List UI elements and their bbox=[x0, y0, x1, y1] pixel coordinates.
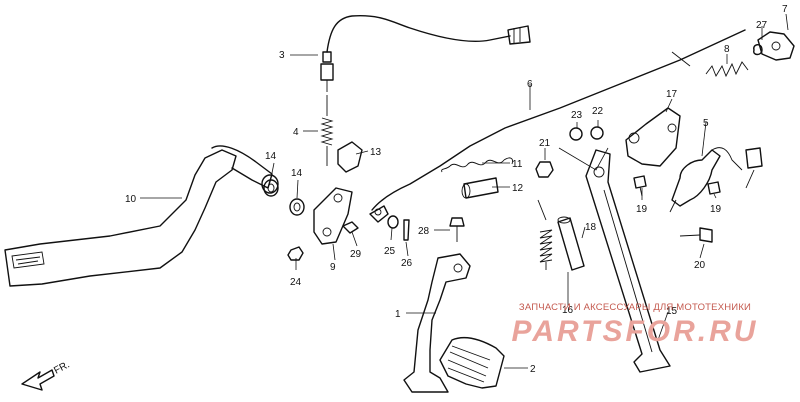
sleeve-18 bbox=[557, 216, 585, 271]
joint-7 bbox=[757, 31, 795, 61]
bracket-9 bbox=[313, 187, 353, 245]
callout-7: 7 bbox=[782, 4, 788, 15]
switch-17 bbox=[625, 107, 681, 167]
direction-label: FR. bbox=[52, 359, 71, 376]
spring-16 bbox=[537, 199, 553, 270]
callout-8: 8 bbox=[724, 44, 730, 55]
callout-19b: 19 bbox=[710, 204, 722, 215]
grip-2 bbox=[439, 336, 505, 389]
washer-22 bbox=[590, 126, 604, 140]
bolt-28 bbox=[449, 217, 465, 242]
bolt-19a bbox=[633, 175, 647, 189]
washer-14a bbox=[263, 179, 279, 197]
bolt-19b bbox=[707, 181, 721, 195]
spring-4 bbox=[320, 95, 334, 166]
callout-2: 2 bbox=[530, 364, 536, 375]
fr-arrow-icon bbox=[21, 369, 55, 391]
spring-8 bbox=[705, 61, 749, 78]
callout-15: 15 bbox=[666, 306, 678, 317]
callout-28: 28 bbox=[418, 226, 430, 237]
callout-12: 12 bbox=[512, 183, 524, 194]
callout-13: 13 bbox=[370, 147, 382, 158]
callout-10: 10 bbox=[125, 194, 137, 205]
sleeve-12 bbox=[461, 177, 499, 199]
watermark-logo: PARTSFOR.RU bbox=[511, 315, 759, 348]
cap-13 bbox=[337, 141, 363, 173]
kick-pedal-1 bbox=[403, 253, 471, 393]
callout-9: 9 bbox=[330, 262, 336, 273]
callout-16: 16 bbox=[562, 305, 574, 316]
callout-19a: 19 bbox=[636, 204, 648, 215]
brake-pedal-part bbox=[4, 145, 279, 287]
callout-29: 29 bbox=[350, 249, 362, 260]
callout-labels: 1 2 3 4 5 6 7 8 9 10 11 12 13 14 14 15 1… bbox=[52, 4, 788, 377]
callout-4: 4 bbox=[293, 127, 299, 138]
brake-cable-part bbox=[320, 14, 531, 92]
nut-21 bbox=[535, 161, 554, 178]
callout-23: 23 bbox=[571, 110, 583, 121]
washer-25 bbox=[387, 215, 399, 229]
leader-lines bbox=[140, 13, 789, 369]
callout-25: 25 bbox=[384, 246, 396, 257]
callout-6: 6 bbox=[527, 79, 533, 90]
washer-14b bbox=[289, 198, 305, 216]
pin-26 bbox=[403, 219, 410, 241]
washer-23 bbox=[569, 127, 583, 141]
callout-27: 27 bbox=[756, 20, 768, 31]
callout-26: 26 bbox=[401, 258, 413, 269]
callout-20: 20 bbox=[694, 260, 706, 271]
spring-11 bbox=[441, 157, 513, 173]
callout-3: 3 bbox=[279, 50, 285, 61]
callout-22: 22 bbox=[592, 106, 604, 117]
callout-14a: 14 bbox=[265, 151, 277, 162]
callout-24: 24 bbox=[290, 277, 302, 288]
pin-27 bbox=[753, 44, 763, 56]
stand-15 bbox=[585, 149, 671, 373]
watermark-tagline: ЗАПЧАСТИ И АКСЕССУАРЫ ДЛЯ МОТОТЕХНИКИ bbox=[518, 302, 752, 313]
watermark: ЗАПЧАСТИ И АКСЕССУАРЫ ДЛЯ МОТОТЕХНИКИ PA… bbox=[480, 302, 790, 349]
callout-18: 18 bbox=[585, 222, 597, 233]
nut-24 bbox=[287, 246, 304, 261]
brake-rod-part bbox=[369, 29, 746, 223]
stop-switch-5 bbox=[669, 147, 763, 213]
callout-17: 17 bbox=[666, 89, 678, 100]
callout-1: 1 bbox=[395, 309, 401, 320]
bolt-20 bbox=[679, 227, 713, 243]
bolt-29 bbox=[342, 221, 359, 234]
callout-11: 11 bbox=[512, 159, 523, 170]
callout-21: 21 bbox=[539, 138, 551, 149]
callout-5: 5 bbox=[703, 118, 709, 129]
callout-14b: 14 bbox=[291, 168, 303, 179]
